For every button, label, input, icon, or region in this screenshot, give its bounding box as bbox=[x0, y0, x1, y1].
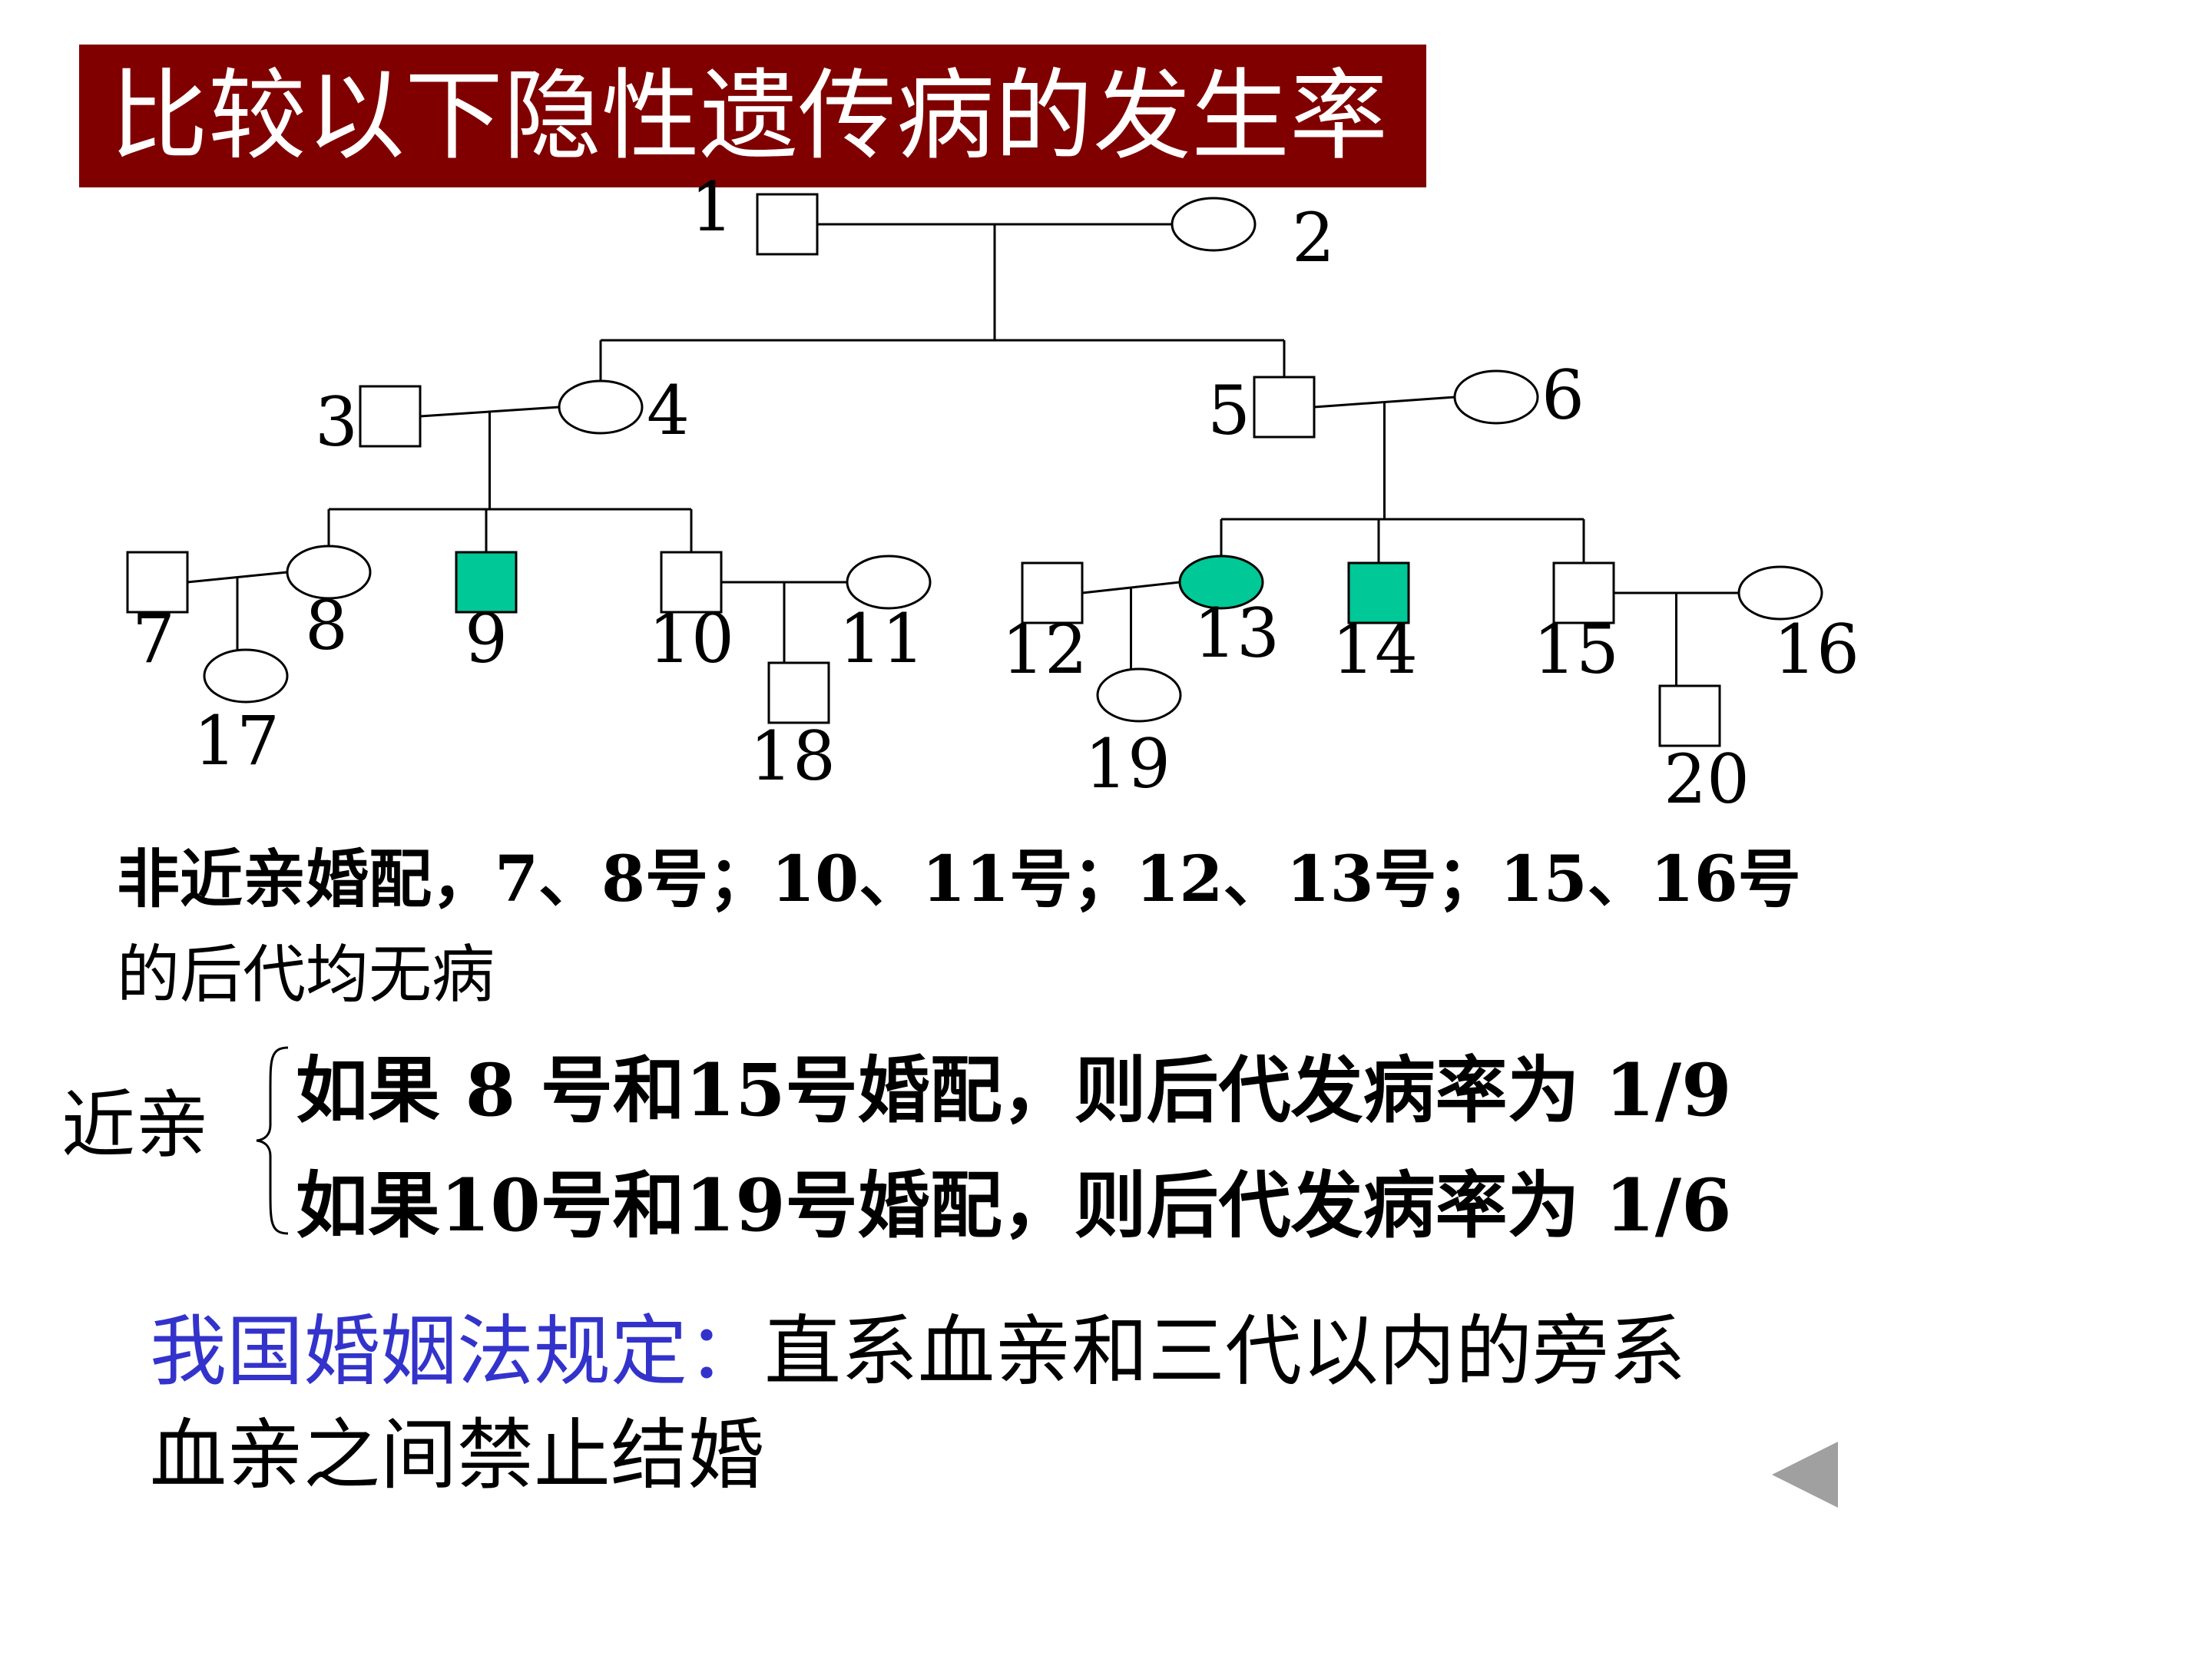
female-symbol-8 bbox=[286, 545, 372, 600]
law-line-2: 血亲之间禁止结婚 bbox=[150, 1410, 764, 1500]
law-label: 我国婚姻法规定： bbox=[150, 1306, 764, 1396]
individual-label-17: 17 bbox=[194, 701, 280, 780]
individual-label-12: 12 bbox=[1002, 610, 1088, 689]
brace-icon bbox=[256, 1046, 289, 1235]
individual-label-15: 15 bbox=[1533, 610, 1619, 689]
individual-label-20: 20 bbox=[1664, 740, 1750, 819]
male-symbol-10 bbox=[660, 551, 723, 614]
note-line-2: 的后代均无病 bbox=[117, 939, 495, 1012]
male-symbol-20 bbox=[1658, 684, 1721, 747]
individual-label-1: 1 bbox=[690, 167, 733, 247]
individual-label-6: 6 bbox=[1541, 356, 1584, 435]
individual-label-8: 8 bbox=[305, 586, 348, 665]
consanguineous-label: 近亲 bbox=[61, 1082, 209, 1168]
female-symbol-2 bbox=[1171, 197, 1257, 252]
individual-label-3: 3 bbox=[315, 382, 358, 462]
female-symbol-16 bbox=[1737, 565, 1823, 621]
female-symbol-11 bbox=[846, 555, 932, 610]
male-symbol-12 bbox=[1021, 561, 1084, 624]
affected-male-symbol-14 bbox=[1347, 561, 1410, 624]
male-symbol-5 bbox=[1253, 376, 1316, 439]
individual-label-7: 7 bbox=[132, 599, 175, 678]
female-symbol-6 bbox=[1453, 369, 1539, 425]
individual-label-10: 10 bbox=[648, 599, 734, 678]
affected-male-symbol-9 bbox=[455, 551, 518, 614]
individual-label-19: 19 bbox=[1084, 724, 1171, 803]
law-line-1: 我国婚姻法规定：直系血亲和三代以内的旁系 bbox=[150, 1298, 1686, 1406]
case-2-text: 如果10号和19号婚配，则后代发病率为 1/6 bbox=[296, 1164, 1732, 1248]
affected-female-symbol-13 bbox=[1178, 555, 1264, 610]
individual-label-18: 18 bbox=[750, 717, 836, 796]
individual-label-2: 2 bbox=[1292, 198, 1335, 277]
male-symbol-3 bbox=[359, 385, 422, 448]
male-symbol-15 bbox=[1552, 561, 1615, 624]
page-title: 比较以下隐性遗传病的发生率 bbox=[110, 59, 1389, 174]
individual-label-4: 4 bbox=[647, 371, 690, 450]
male-symbol-18 bbox=[767, 661, 830, 724]
female-symbol-4 bbox=[558, 379, 644, 435]
individual-label-11: 11 bbox=[839, 599, 925, 678]
individual-label-14: 14 bbox=[1332, 610, 1418, 689]
title-banner: 比较以下隐性遗传病的发生率 bbox=[79, 45, 1426, 187]
individual-label-13: 13 bbox=[1194, 594, 1280, 673]
female-symbol-17 bbox=[203, 648, 289, 704]
individual-label-5: 5 bbox=[1207, 371, 1250, 450]
case-1-text: 如果 8 号和15号婚配，则后代发病率为 1/9 bbox=[296, 1048, 1732, 1133]
female-symbol-19 bbox=[1096, 667, 1182, 723]
male-symbol-1 bbox=[756, 193, 819, 256]
individual-label-9: 9 bbox=[465, 599, 508, 678]
male-symbol-7 bbox=[126, 551, 189, 614]
note-line-1: 非近亲婚配，7、8号；10、11号；12、13号；15、16号 bbox=[117, 843, 1801, 916]
triangle-left-icon[interactable] bbox=[1770, 1440, 1839, 1509]
individual-label-16: 16 bbox=[1773, 610, 1859, 689]
law-text-1: 直系血亲和三代以内的旁系 bbox=[764, 1306, 1686, 1396]
